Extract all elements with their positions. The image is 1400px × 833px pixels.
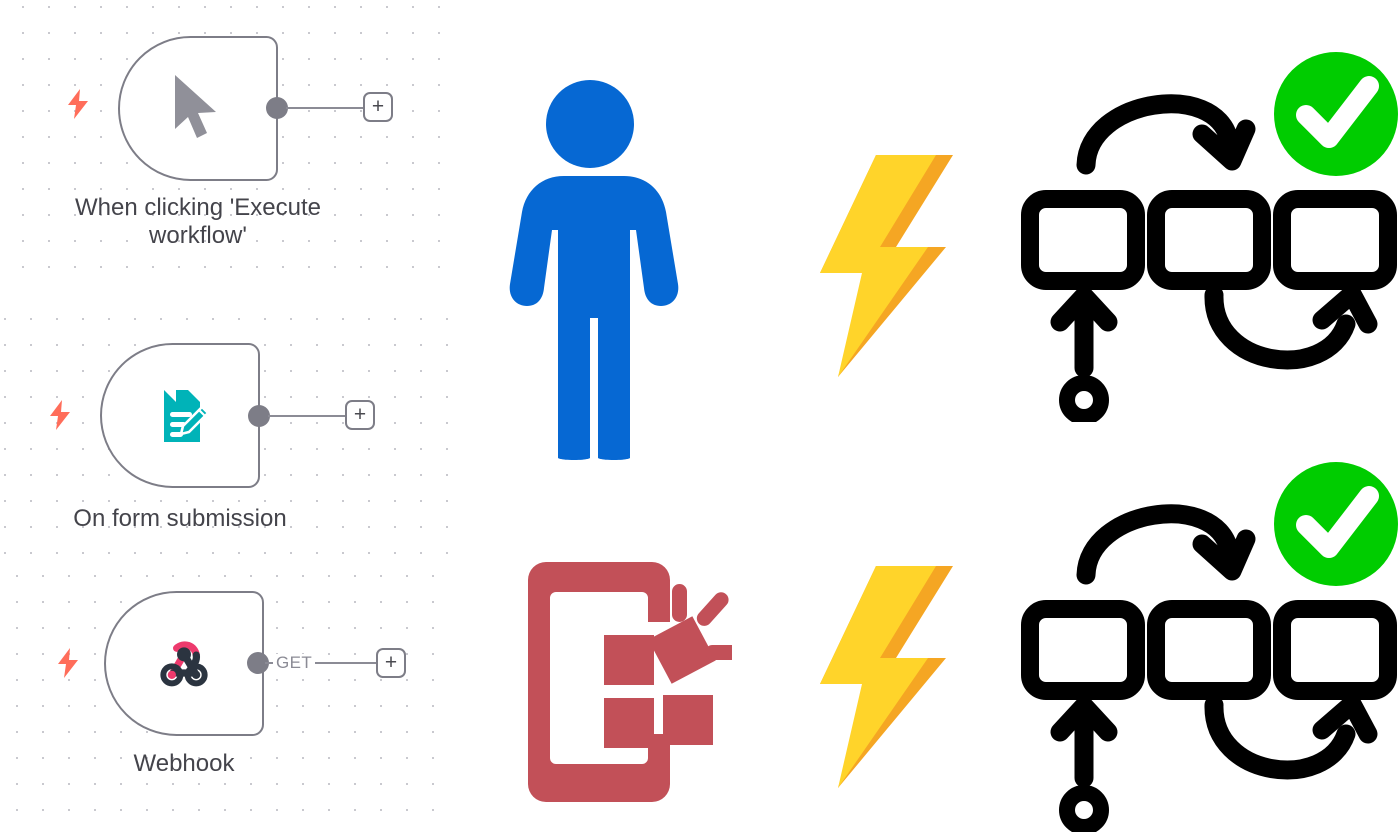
lightning-bolt-icon bbox=[818, 566, 953, 788]
node-label-manual-trigger: When clicking 'Execute workflow' bbox=[74, 194, 322, 250]
connector-method-label-get: GET bbox=[273, 654, 316, 671]
add-node-button-webhook[interactable]: + bbox=[376, 648, 406, 678]
workflow-box-1 bbox=[1021, 190, 1145, 290]
workflow-box-2 bbox=[1147, 600, 1271, 700]
cursor-arrow-icon bbox=[120, 38, 276, 179]
lightning-bolt-icon bbox=[46, 399, 74, 431]
plus-glyph: + bbox=[384, 650, 398, 674]
mobile-app-icon bbox=[508, 562, 732, 802]
workflow-process-icon bbox=[1016, 462, 1398, 832]
node-form-trigger[interactable] bbox=[100, 343, 260, 488]
lightning-bolt-icon bbox=[818, 155, 953, 377]
add-node-button-form[interactable]: + bbox=[345, 400, 375, 430]
form-document-pencil-icon bbox=[102, 345, 258, 486]
workflow-canvas-manual-trigger[interactable]: + When clicking 'Execute workflow' bbox=[0, 0, 450, 270]
workflow-box-3 bbox=[1273, 600, 1397, 700]
webhook-icon bbox=[106, 593, 262, 734]
workflow-canvas-form-trigger[interactable]: + On form submission bbox=[0, 300, 450, 562]
node-manual-trigger[interactable] bbox=[118, 36, 278, 181]
node-label-form-trigger: On form submission bbox=[73, 505, 287, 532]
plus-glyph: + bbox=[353, 402, 367, 426]
node-output-connector-manual[interactable] bbox=[266, 97, 288, 119]
person-icon bbox=[500, 78, 680, 460]
workflow-box-3 bbox=[1273, 190, 1397, 290]
workflow-process-icon bbox=[1016, 52, 1398, 422]
workflow-box-2 bbox=[1147, 190, 1271, 290]
add-node-button-manual[interactable]: + bbox=[363, 92, 393, 122]
workflow-canvas-webhook-trigger[interactable]: GET + Webhook bbox=[0, 575, 450, 833]
node-webhook-trigger[interactable] bbox=[104, 591, 264, 736]
connector-line-manual bbox=[286, 106, 364, 109]
lightning-bolt-icon bbox=[54, 647, 82, 679]
connector-line-webhook bbox=[265, 661, 377, 664]
connector-line-form bbox=[268, 414, 346, 417]
node-output-connector-webhook[interactable] bbox=[247, 652, 269, 674]
node-output-connector-form[interactable] bbox=[248, 405, 270, 427]
workflow-box-1 bbox=[1021, 600, 1145, 700]
node-label-webhook-trigger: Webhook bbox=[133, 750, 235, 777]
lightning-bolt-icon bbox=[64, 88, 92, 120]
plus-glyph: + bbox=[371, 94, 385, 118]
